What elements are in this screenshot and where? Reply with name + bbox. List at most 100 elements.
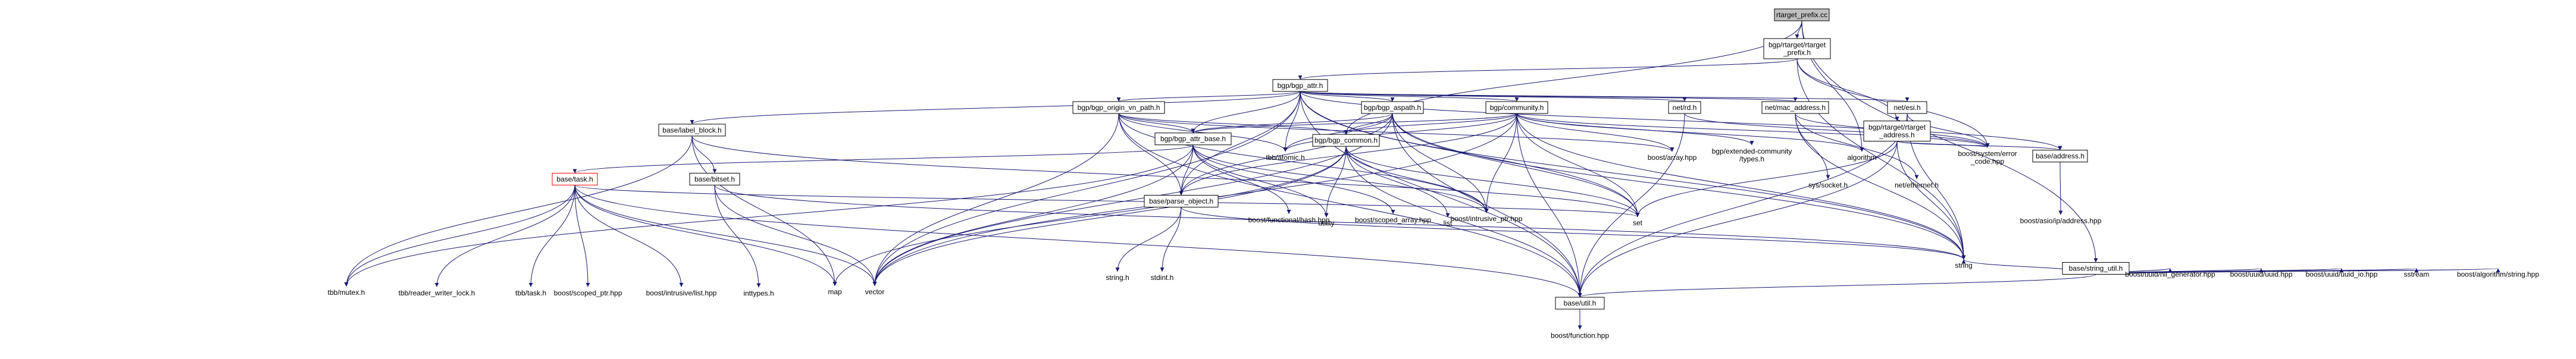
node-ext_comm[interactable]: bgp/extended-community/types.h: [1708, 145, 1796, 165]
node-label-rta_h: bgp/rtarget/rtarget_address.h: [1868, 123, 1926, 139]
edge-bitset-to-vector: [714, 185, 877, 286]
edge-ovn_path-to-bgp_common: [1118, 113, 1348, 135]
node-scoped_ptr[interactable]: boost/scoped_ptr.hpp: [552, 287, 624, 299]
node-tbb_atomic[interactable]: tbb/atomic.h: [1262, 152, 1309, 163]
node-uuid_io[interactable]: boost/uuid/uuid_io.hpp: [2303, 268, 2380, 280]
node-list[interactable]: list: [1438, 218, 1458, 229]
node-label-nil_gen: boost/uuid/nil_generator.hpp: [2125, 270, 2215, 278]
node-inttypes[interactable]: inttypes.h: [738, 288, 780, 300]
node-net_esi[interactable]: net/esi.h: [1887, 101, 1927, 114]
node-algorithm[interactable]: algorithm: [1841, 152, 1883, 163]
node-mac_addr[interactable]: net/mac_address.h: [1761, 101, 1829, 114]
edge-aspath-to-attr_base: [1191, 113, 1393, 134]
edge-rta_h-to-sys_error: [1896, 141, 1990, 148]
node-label-net_ethernet: net/ethernet.h: [1895, 181, 1939, 189]
node-boost_array[interactable]: boost/array.hpp: [1642, 152, 1702, 163]
node-rw_lock[interactable]: tbb/reader_writer_lock.h: [392, 287, 482, 299]
node-label-string_util: base/string_util.h: [2069, 264, 2123, 273]
node-label-ovn_path: bgp/bgp_origin_vn_path.h: [1078, 103, 1160, 112]
node-rtp_h[interactable]: bgp/rtarget/rtarget_prefix.h: [1763, 38, 1831, 59]
node-label-label_block: base/label_block.h: [662, 126, 721, 134]
node-boost_function[interactable]: boost/function.hpp: [1547, 330, 1613, 342]
node-alg_string[interactable]: boost/algorithm/string.hpp: [2448, 268, 2548, 280]
edge-parse_object-to-string_h: [1115, 207, 1182, 272]
node-label-sys_error: boost/system/error_code.hpp: [1958, 150, 2017, 166]
node-sstream[interactable]: sstream: [2399, 268, 2434, 280]
edge-net_rd-to-util_h: [1577, 113, 1685, 298]
node-address_h[interactable]: base/address.h: [2032, 150, 2088, 163]
node-bgp_common[interactable]: bgp/bgp_common.h: [1312, 134, 1380, 147]
node-bgp_attr_h[interactable]: bgp/bgp_attr.h: [1272, 79, 1328, 92]
node-intrusive_list[interactable]: boost/intrusive/list.hpp: [636, 287, 727, 299]
edge-attr_base-to-utility: [1192, 144, 1329, 218]
edge-bgp_common-to-util_h: [1345, 146, 1582, 298]
node-sys_socket[interactable]: sys/socket.h: [1805, 179, 1851, 191]
node-set[interactable]: set: [1626, 217, 1649, 229]
node-uuid[interactable]: boost/uuid/uuid.hpp: [2227, 268, 2296, 280]
node-task[interactable]: base/task.h: [552, 172, 598, 185]
node-box-string_util: [2062, 262, 2130, 275]
edge-rta_h-to-util_h: [1577, 141, 1898, 298]
node-box-mac_addr: [1761, 101, 1829, 114]
node-util_h[interactable]: base/util.h: [1555, 297, 1605, 310]
node-vector[interactable]: vector: [860, 286, 890, 298]
edge-task-to-scoped_ptr: [574, 185, 590, 287]
node-aspath[interactable]: bgp/bgp_aspath.h: [1361, 101, 1424, 114]
edge-bgp_common-to-map: [832, 146, 1347, 286]
node-utility[interactable]: utility: [1310, 218, 1342, 229]
node-label-vector: vector: [865, 288, 885, 296]
node-sys_error[interactable]: boost/system/error_code.hpp: [1953, 147, 2022, 168]
node-net_ethernet[interactable]: net/ethernet.h: [1893, 179, 1940, 191]
edge-community-to-set: [1516, 113, 1640, 217]
node-ovn_path[interactable]: bgp/bgp_origin_vn_path.h: [1072, 101, 1165, 114]
node-box-address_h: [2032, 150, 2088, 163]
edge-bgp_common-to-utility: [1324, 146, 1347, 218]
node-label-intrusive_list: boost/intrusive/list.hpp: [646, 289, 717, 297]
node-net_rd[interactable]: net/rd.h: [1668, 101, 1701, 114]
edge-aspath-to-tbb_atomic: [1283, 113, 1393, 152]
node-map[interactable]: map: [823, 286, 847, 298]
node-bitset[interactable]: base/bitset.h: [689, 172, 740, 185]
node-rta_h[interactable]: bgp/rtarget/rtarget_address.h: [1863, 121, 1931, 141]
edge-rtp_h-to-bgp_attr_h: [1298, 58, 1798, 80]
node-string[interactable]: string: [1949, 260, 1979, 272]
edge-community-to-boost_array: [1516, 113, 1674, 152]
edge-ovn_path-to-parse_object: [1118, 113, 1184, 196]
edge-bgp_attr_h-to-label_block: [690, 91, 1301, 125]
edge-mac_addr-to-string: [1795, 113, 1966, 260]
edge-community-to-util_h: [1516, 113, 1582, 298]
node-string_util[interactable]: base/string_util.h: [2062, 262, 2130, 275]
node-tbb_mutex[interactable]: tbb/mutex.h: [324, 286, 369, 298]
node-box-util_h: [1555, 297, 1605, 310]
node-label-intrusive_ptr: boost/intrusive_ptr.hpp: [1451, 215, 1523, 223]
edge-community-to-intrusive_ptr: [1484, 113, 1517, 213]
node-label_block[interactable]: base/label_block.h: [658, 124, 726, 137]
node-asio_addr[interactable]: boost/asio/ip/address.hpp: [2012, 215, 2109, 226]
edge-bgp_attr_h-to-ovn_path: [1116, 91, 1301, 102]
node-root[interactable]: rtarget_prefix.cc: [1774, 8, 1830, 21]
node-nil_gen[interactable]: boost/uuid/nil_generator.hpp: [2116, 268, 2224, 280]
node-box-rta_h: [1863, 121, 1931, 141]
node-label-functional_hash: boost/functional/hash.hpp: [1248, 216, 1330, 224]
node-stdint[interactable]: stdint.h: [1145, 272, 1179, 284]
node-intrusive_ptr[interactable]: boost/intrusive_ptr.hpp: [1442, 213, 1530, 225]
node-label-list: list: [1444, 219, 1453, 228]
node-functional_hash[interactable]: boost/functional/hash.hpp: [1241, 214, 1336, 226]
edge-label_block-to-bitset: [691, 136, 717, 174]
edge-attr_base-to-tbb_mutex: [344, 144, 1194, 286]
edge-bgp_attr_h-to-community: [1300, 91, 1519, 102]
edge-bgp_attr_h-to-tbb_atomic: [1283, 91, 1301, 152]
node-parse_object[interactable]: base/parse_object.h: [1144, 194, 1219, 207]
node-tbb_task[interactable]: tbb/task.h: [511, 287, 550, 299]
edge-net_esi-to-util_h: [1577, 113, 1908, 298]
node-string_h[interactable]: string.h: [1098, 272, 1137, 284]
edge-task-to-vector: [574, 185, 877, 286]
edge-community-to-sys_error: [1516, 113, 1990, 148]
edge-aspath-to-intrusive_ptr: [1392, 113, 1489, 213]
edge-bgp_attr_h-to-mac_addr: [1300, 91, 1797, 102]
node-community[interactable]: bgp/community.h: [1485, 101, 1548, 114]
node-label-sstream: sstream: [2404, 270, 2430, 278]
node-scoped_array[interactable]: boost/scoped_array.hpp: [1351, 214, 1435, 226]
node-attr_base[interactable]: bgp/bgp_attr_base.h: [1154, 133, 1232, 146]
